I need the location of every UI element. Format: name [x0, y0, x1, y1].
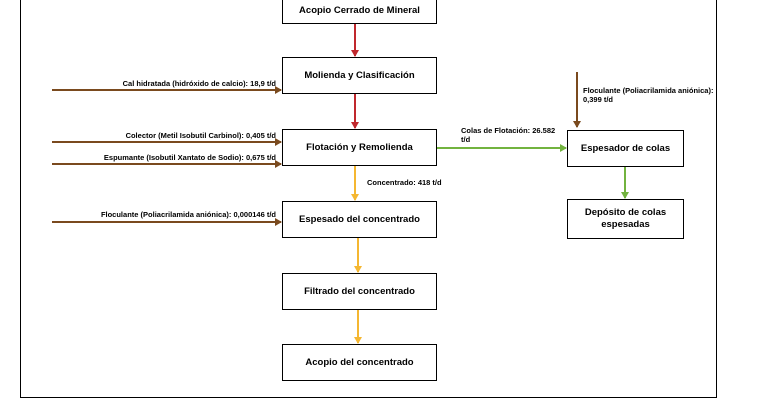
label-floculante-colas-input: Floculante (Poliacrilamida aniónica): 0,…	[583, 86, 714, 104]
label-cal-input: Cal hidratada (hidróxido de calcio): 18,…	[122, 79, 276, 88]
label-colector-input: Colector (Metil Isobutil Carbinol): 0,40…	[125, 131, 276, 140]
node-molienda: Molienda y Clasificación	[282, 57, 437, 94]
node-filtrado: Filtrado del concentrado	[282, 273, 437, 310]
label-floculante-concentrado-input: Floculante (Poliacrilamida aniónica): 0,…	[100, 210, 276, 219]
node-acopio-concentrado: Acopio del concentrado	[282, 344, 437, 381]
node-espesador-colas: Espesador de colas	[567, 130, 684, 167]
label-espumante-input: Espumante (Isobutil Xantato de Sodio): 0…	[103, 153, 276, 162]
label-concentrado-flow: Concentrado: 418 t/d	[367, 178, 442, 187]
label-colas-flotacion: Colas de Flotación: 26.582 t/d	[461, 126, 556, 144]
node-acopio-mineral: Acopio Cerrado de Mineral	[282, 0, 437, 24]
diagram-frame	[20, 0, 717, 398]
node-deposito-colas: Depósito de colas espesadas	[567, 199, 684, 239]
node-flotacion: Flotación y Remolienda	[282, 129, 437, 166]
node-espesado-concentrado: Espesado del concentrado	[282, 201, 437, 238]
